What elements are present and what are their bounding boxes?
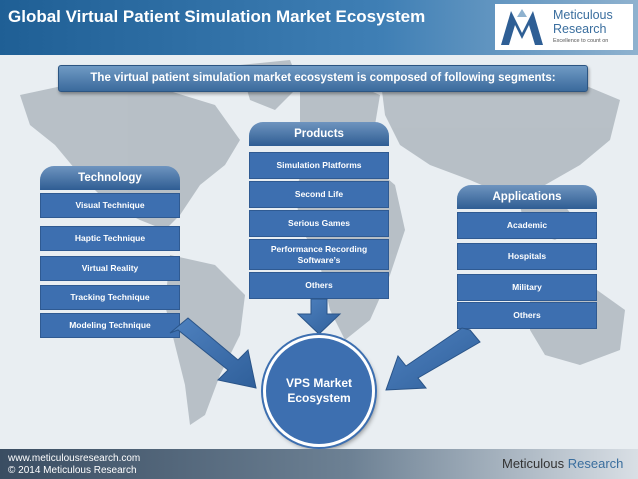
technology-item-visual-technique: Visual Technique — [40, 193, 180, 218]
meticulous-logo-icon — [501, 9, 543, 45]
slide-header: Global Virtual Patient Simulation Market… — [0, 0, 638, 55]
footer-brand-part1: Meticulous — [502, 456, 565, 471]
applications-item-academic: Academic — [457, 212, 597, 239]
applications-item-others: Others — [457, 302, 597, 329]
footer-brand: Meticulous Research — [502, 457, 623, 471]
products-item-second-life: Second Life — [249, 181, 389, 208]
applications-item-hospitals: Hospitals — [457, 243, 597, 270]
company-logo: Meticulous Research Excellence to count … — [495, 4, 633, 50]
center-ecosystem-circle: VPS Market Ecosystem — [263, 335, 375, 447]
logo-tagline: Excellence to count on — [553, 38, 609, 44]
slide-title: Global Virtual Patient Simulation Market… — [8, 7, 426, 26]
products-item-performance-recording-software: Performance Recording Software’s — [249, 239, 389, 270]
footer-url: www.meticulousresearch.com — [8, 453, 141, 464]
technology-item-modeling-technique: Modeling Technique — [40, 313, 180, 338]
slide-footer: www.meticulousresearch.com © 2014 Meticu… — [0, 449, 638, 479]
logo-text-line1: Meticulous — [553, 8, 613, 22]
technology-item-virtual-reality: Virtual Reality — [40, 256, 180, 281]
footer-brand-part2: Research — [567, 456, 624, 471]
products-item-simulation-platforms: Simulation Platforms — [249, 152, 389, 179]
products-item-serious-games: Serious Games — [249, 210, 389, 237]
logo-text-line2: Research — [553, 22, 607, 36]
applications-header: Applications — [457, 185, 597, 209]
products-item-others: Others — [249, 272, 389, 299]
products-header: Products — [249, 122, 389, 146]
technology-header: Technology — [40, 166, 180, 190]
applications-item-military: Military — [457, 274, 597, 301]
footer-copyright: © 2014 Meticulous Research — [8, 465, 137, 476]
subtitle-banner: The virtual patient simulation market ec… — [58, 65, 588, 92]
technology-item-haptic-technique: Haptic Technique — [40, 226, 180, 251]
technology-item-tracking-technique: Tracking Technique — [40, 285, 180, 310]
